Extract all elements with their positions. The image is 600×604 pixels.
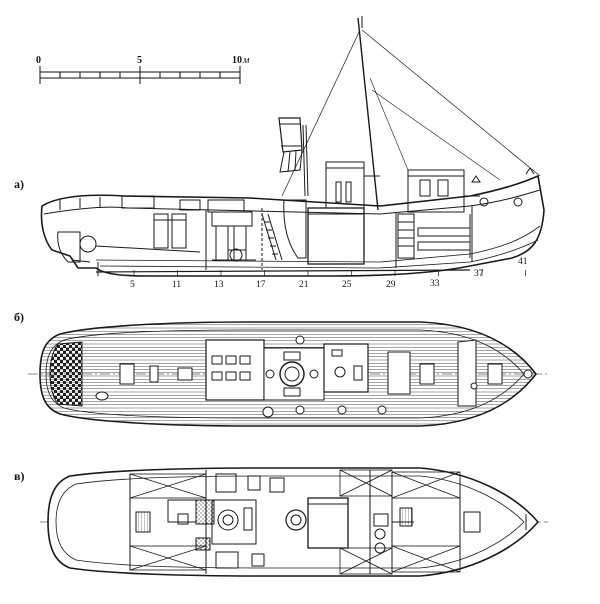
aft-stairs (135, 511, 151, 533)
coal-bunkers (129, 469, 461, 575)
hold-plan-view (40, 467, 548, 577)
forestay (361, 29, 541, 177)
forward-berths (397, 213, 471, 259)
deck-plan-view (28, 321, 548, 427)
view-label-deck-plan: б) (14, 310, 24, 324)
engine-casing (205, 339, 265, 401)
fore-stairs (399, 507, 413, 527)
aft-cabin (121, 195, 245, 249)
ladder (261, 213, 283, 261)
hold-boiler (285, 497, 349, 549)
scale-bar (39, 66, 241, 84)
view-label-side-profile: а) (14, 177, 24, 191)
frame-number: 37 (474, 269, 484, 279)
boiler-casing (307, 207, 365, 265)
boiler (283, 199, 307, 259)
aft-grating (49, 341, 83, 407)
frame-number: 25 (342, 280, 352, 290)
scale-label-10: 10м (232, 55, 250, 66)
funnel-top (263, 347, 325, 401)
side-profile-view (40, 16, 545, 277)
frame-numbers: 5 11 13 17 21 25 29 33 37 41 (130, 257, 528, 290)
frame-number: 21 (299, 280, 309, 290)
frame-number: 29 (386, 280, 396, 290)
frame-number: 5 (130, 280, 135, 290)
frame-number: 11 (172, 280, 181, 290)
steam-engine (211, 211, 256, 262)
rudder-propeller (57, 231, 201, 263)
frame-number: 17 (256, 280, 266, 290)
view-label-hold-plan: в) (14, 469, 24, 483)
hold-engine (211, 499, 257, 545)
hold-hull-outline (47, 467, 540, 577)
mast (357, 17, 379, 211)
scale-label-5: 5 (137, 55, 142, 66)
forward-deckhouse-top (387, 351, 411, 395)
frame-number: 33 (430, 279, 440, 289)
wheelhouse (325, 161, 380, 209)
scale-label-0: 0 (36, 55, 41, 66)
frame-number: 41 (518, 257, 528, 267)
frame-number: 13 (214, 280, 224, 290)
hull-profile (40, 174, 545, 277)
funnel (278, 117, 303, 173)
